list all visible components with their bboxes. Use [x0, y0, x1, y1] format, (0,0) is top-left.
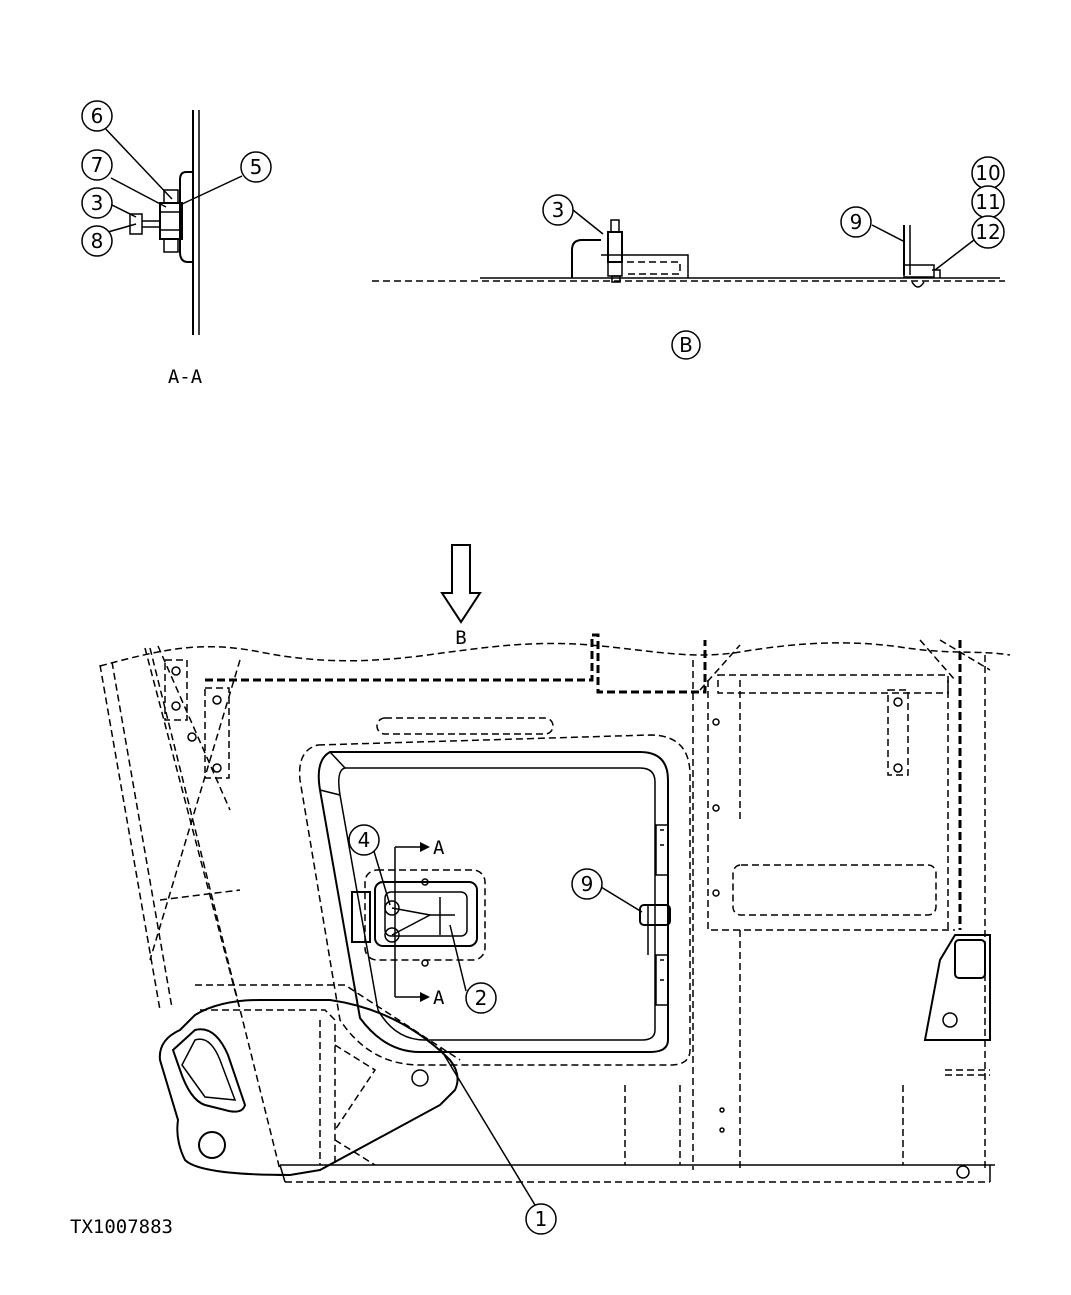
callout-9-detail: 9 [840, 206, 872, 238]
svg-text:7: 7 [91, 153, 104, 177]
svg-text:10: 10 [975, 161, 1000, 185]
callout-12: 12 [971, 215, 1005, 249]
svg-text:3: 3 [552, 198, 565, 222]
section-aa-label: A-A [168, 366, 203, 388]
callout-6: 6 [81, 100, 113, 132]
svg-text:4: 4 [358, 828, 371, 852]
callout-5: 5 [240, 151, 272, 183]
section-marker-bottom: A [433, 987, 445, 1009]
detail-b-label-ring [671, 330, 701, 360]
main-view-leaders [372, 847, 643, 1206]
svg-text:8: 8 [91, 229, 104, 253]
mount-bracket [158, 984, 461, 1177]
svg-text:2: 2 [475, 986, 488, 1010]
svg-text:9: 9 [581, 872, 594, 896]
callout-10: 10 [971, 156, 1005, 190]
detail-b-leaders [572, 209, 975, 271]
svg-text:3: 3 [91, 191, 104, 215]
section-cut-line: A A [394, 837, 445, 1009]
svg-text:5: 5 [250, 155, 263, 179]
main-view: B [99, 544, 1011, 1183]
left-frame [99, 645, 281, 1171]
callout-1: 1 [525, 1203, 557, 1235]
detail-b-label-circle: B [679, 333, 693, 357]
figure-id: TX1007883 [70, 1216, 173, 1238]
view-arrow-b [440, 544, 482, 624]
callout-2: 2 [465, 982, 497, 1014]
svg-text:12: 12 [975, 220, 1000, 244]
svg-text:9: 9 [850, 210, 863, 234]
callout-3-detail: 3 [542, 194, 574, 226]
door-hinges [639, 824, 671, 1006]
svg-text:11: 11 [975, 190, 1000, 214]
section-marker-top: A [433, 837, 445, 859]
section-aa-view: A-A [129, 110, 203, 388]
svg-text:1: 1 [535, 1207, 548, 1231]
svg-text:6: 6 [91, 104, 104, 128]
callout-8: 8 [81, 225, 113, 257]
callout-11: 11 [971, 185, 1005, 219]
access-door [298, 734, 691, 1066]
right-frame [624, 655, 991, 1170]
door-latch [351, 869, 486, 967]
callout-9-main: 9 [571, 868, 603, 900]
callout-7: 7 [81, 149, 113, 181]
callout-4: 4 [348, 824, 380, 856]
callout-3-section: 3 [81, 187, 113, 219]
detail-b-view: B [372, 219, 1005, 357]
view-arrow-label: B [455, 627, 466, 649]
section-aa-leaders [101, 124, 243, 233]
break-line [99, 642, 1011, 667]
